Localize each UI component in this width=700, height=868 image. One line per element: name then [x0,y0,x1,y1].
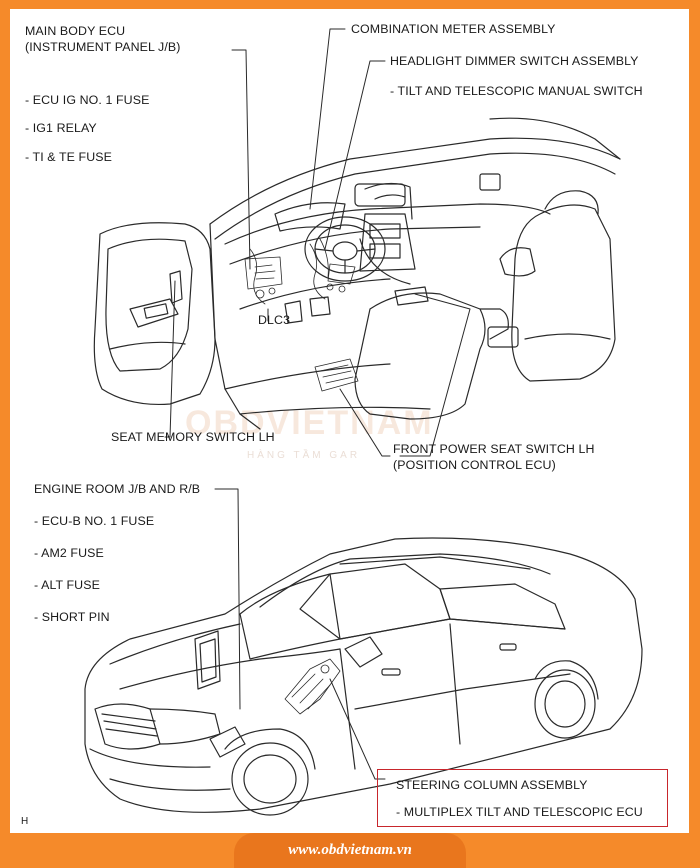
leader-lines-top [164,28,471,457]
footer-banner [234,833,466,868]
label-short-pin: - SHORT PIN [34,610,110,624]
label-main-body-ecu: MAIN BODY ECU [25,24,126,38]
label-ecu-ig-fuse: - ECU IG NO. 1 FUSE [25,93,150,107]
label-ecu-b-fuse: - ECU-B NO. 1 FUSE [34,514,155,528]
label-ig1-relay: - IG1 RELAY [25,121,97,135]
label-multiplex-ecu: - MULTIPLEX TILT AND TELESCOPIC ECU [396,805,643,819]
label-front-power-seat-sub: (POSITION CONTROL ECU) [393,458,556,472]
label-dlc3: DLC3 [258,313,291,327]
diagram-frame: OBDVIETNAM HÀNG TẦM GAR [10,9,689,833]
watermark-tagline: HÀNG TẦM GAR [247,450,361,461]
label-steering-column: STEERING COLUMN ASSEMBLY [396,778,588,792]
highlight-box [377,769,668,827]
corner-mark: H [21,816,29,827]
label-ti-te-fuse: - TI & TE FUSE [25,150,113,164]
label-am2-fuse: - AM2 FUSE [34,546,104,560]
car-drawing [84,537,643,816]
label-seat-memory: SEAT MEMORY SWITCH LH [111,430,275,444]
leader-lines-bottom [214,488,386,780]
label-front-power-seat: FRONT POWER SEAT SWITCH LH [393,442,595,456]
label-tilt-tele-switch: - TILT AND TELESCOPIC MANUAL SWITCH [390,84,643,98]
label-alt-fuse: - ALT FUSE [34,578,100,592]
label-main-body-ecu-sub: (INSTRUMENT PANEL J/B) [25,40,181,54]
vehicle-illustration [84,28,643,816]
label-engine-room: ENGINE ROOM J/B AND R/B [34,482,201,496]
watermark-brand: OBDVIETNAM [185,404,434,442]
label-combination-meter: COMBINATION METER ASSEMBLY [351,22,556,36]
interior-drawing [93,117,621,430]
footer-site-link[interactable]: www.obdvietnam.vn [288,842,412,858]
label-headlight-dimmer: HEADLIGHT DIMMER SWITCH ASSEMBLY [390,54,639,68]
